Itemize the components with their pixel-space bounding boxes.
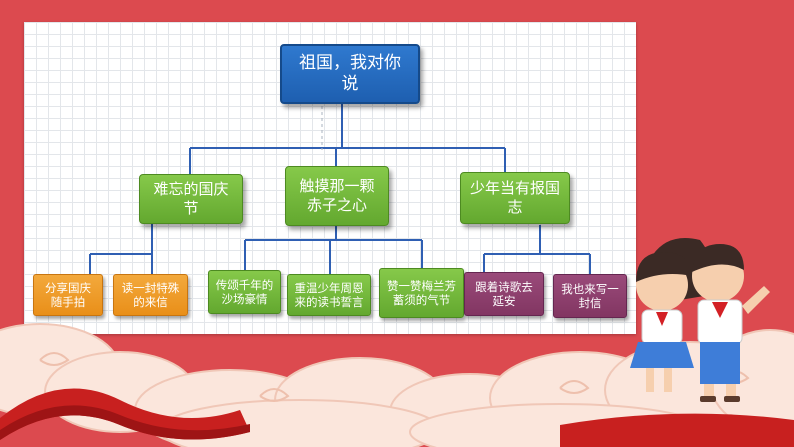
leaf-node[interactable]: 赞一赞梅兰芳蓄须的气节: [379, 268, 464, 318]
root-node-label: 祖国，我对你说: [299, 52, 401, 94]
leaf-node[interactable]: 我也来写一封信: [553, 274, 627, 318]
leaf-node-label: 传颂千年的沙场豪情: [215, 277, 274, 306]
leaf-node[interactable]: 读一封特殊的来信: [113, 274, 188, 316]
leaf-node[interactable]: 跟着诗歌去延安: [464, 272, 544, 316]
branch-node-2[interactable]: 触摸那一颗赤子之心: [285, 166, 389, 226]
leaf-node[interactable]: 重温少年周恩来的读书誓言: [287, 274, 371, 316]
leaf-node[interactable]: 传颂千年的沙场豪情: [208, 270, 281, 314]
leaf-node-label: 读一封特殊的来信: [121, 280, 180, 309]
branch-node-label: 触摸那一颗赤子之心: [299, 177, 375, 214]
leaf-node[interactable]: 分享国庆随手拍: [33, 274, 103, 316]
root-node[interactable]: 祖国，我对你说: [280, 44, 420, 104]
leaf-node-label: 赞一赞梅兰芳蓄须的气节: [387, 278, 456, 307]
branch-node-3[interactable]: 少年当有报国志: [460, 172, 570, 224]
branch-node-1[interactable]: 难忘的国庆节: [139, 174, 243, 224]
leaf-node-label: 分享国庆随手拍: [45, 280, 91, 309]
leaf-node-label: 跟着诗歌去延安: [475, 279, 533, 308]
leaf-node-label: 我也来写一封信: [561, 281, 619, 310]
leaf-node-label: 重温少年周恩来的读书誓言: [294, 280, 364, 309]
branch-node-label: 少年当有报国志: [469, 179, 560, 216]
branch-node-label: 难忘的国庆节: [153, 180, 229, 217]
